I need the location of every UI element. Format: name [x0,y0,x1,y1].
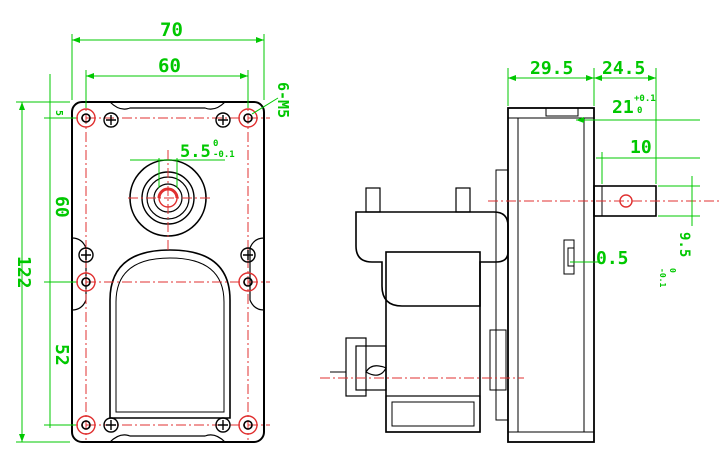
front-screws [78,112,256,433]
svg-text:0: 0 [213,139,218,149]
dim-flat-10: 10 [630,137,652,158]
side-coil-frame [385,251,481,433]
dim-offset-5: 5 [53,110,64,116]
dim-width-70: 70 [160,19,183,41]
side-gearbox-body [507,107,595,443]
dim-shaft-24-5: 24.5 [602,58,645,79]
svg-text:0: 0 [668,268,677,273]
front-body-outline [71,101,265,443]
dim-spacing-52: 52 [51,344,72,366]
dim-shaft-21: 21 [612,97,634,118]
dim-spacing-60: 60 [51,196,72,218]
front-bottom-ears [109,434,226,443]
svg-text:0: 0 [637,106,642,116]
front-mounting-holes [76,108,258,435]
dim-shaft-5-5: 5.5 [180,142,211,162]
dim-thread-6-m5: 6-M5 [274,82,292,118]
svg-text:-0.1: -0.1 [213,150,235,160]
dim-shaft-dia-9-5: 9.5 [676,232,692,257]
side-view: 29.5 24.5 21 +0.1 0 10 0.5 9.5 0 -0.1 [320,58,720,443]
dim-height-122: 122 [13,256,34,289]
front-top-ears [109,101,226,110]
dim-depth-29-5: 29.5 [530,58,573,79]
side-motor-bracket [355,211,509,307]
dim-width-60: 60 [158,55,181,77]
dim-gap-0-5: 0.5 [596,248,629,269]
svg-text:+0.1: +0.1 [634,94,656,104]
svg-text:-0.1: -0.1 [658,268,667,287]
front-view: 70 60 6-M5 5.5 0 -0.1 122 5 60 52 [13,19,292,443]
front-arch-cover [109,249,231,419]
